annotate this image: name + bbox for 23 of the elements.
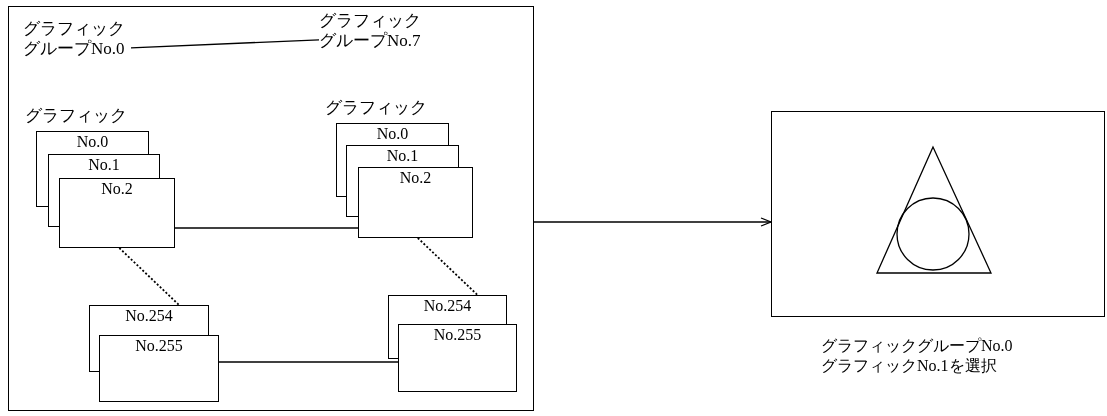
- screen-card: No.254: [388, 295, 507, 325]
- screen-card: No.0: [36, 131, 149, 155]
- dotted-line: [416, 237, 479, 296]
- group-label: グラフィックグループNo.7: [319, 11, 427, 51]
- screen-card: No.255: [398, 324, 517, 392]
- screen-card: No.1: [48, 154, 160, 179]
- panel-frame: [8, 6, 534, 411]
- screen-card: No.0: [336, 123, 449, 146]
- caption: グラフィックグループNo.0グラフィックNo.1を選択: [821, 336, 1014, 376]
- connector-line: [218, 361, 399, 363]
- connector-line: [130, 39, 320, 49]
- dotted-line: [118, 247, 180, 306]
- stack-heading: グラフィック: [325, 98, 427, 118]
- screen-card: No.2: [358, 167, 473, 238]
- screen-card: No.254: [89, 305, 209, 336]
- group-label: グラフィックグループNo.0: [23, 19, 131, 59]
- screen-card: No.2: [59, 178, 175, 248]
- display-screen: [771, 111, 1105, 317]
- screen-card: No.255: [99, 335, 219, 402]
- screen-card: No.1: [346, 145, 459, 168]
- stack-heading: グラフィック: [25, 106, 127, 126]
- arrow: [533, 217, 772, 227]
- connector-line: [174, 227, 359, 229]
